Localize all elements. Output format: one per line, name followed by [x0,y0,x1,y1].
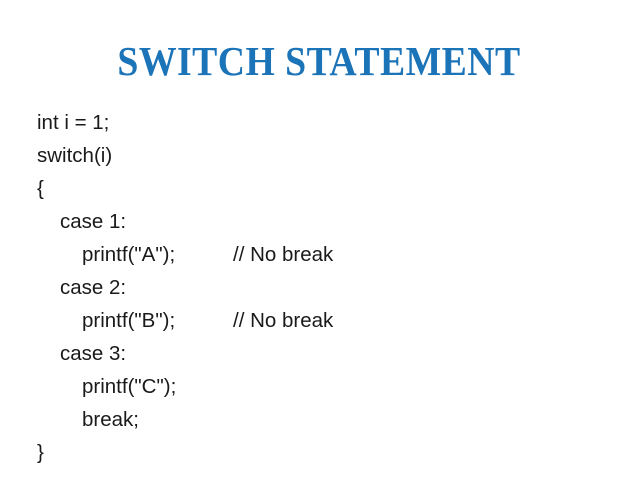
code-line: } [37,436,597,469]
code-line: case 3: [37,337,597,370]
slide-title: SWITCH STATEMENT [117,38,521,84]
code-line: printf("C"); [37,370,597,403]
code-line-text: { [37,177,44,200]
code-line: break; [37,403,597,436]
code-line-text: int i = 1; [37,111,110,134]
code-line: switch(i) [37,139,597,172]
code-line-text: break; [82,408,139,431]
code-line-text: printf("A"); [82,243,176,266]
code-line: case 2: [37,271,597,304]
code-line-text: printf("C"); [82,375,177,398]
code-line: case 1: [37,205,597,238]
code-line: printf("B"); // No break [37,304,597,337]
code-line-text: printf("B"); [82,309,176,332]
code-line-text: switch(i) [37,144,113,167]
code-line-text: case 2: [60,276,127,299]
code-line: int i = 1; [37,106,597,139]
code-line-comment: // No break [233,309,334,332]
code-line-text: case 1: [60,210,127,233]
code-line-comment: // No break [233,243,334,266]
code-line-text: case 3: [60,342,127,365]
code-line: printf("A"); // No break [37,238,597,271]
code-line: { [37,172,597,205]
code-block: int i = 1; switch(i) { case 1: printf("A"); /… [37,106,597,469]
code-line-text: } [37,441,44,464]
